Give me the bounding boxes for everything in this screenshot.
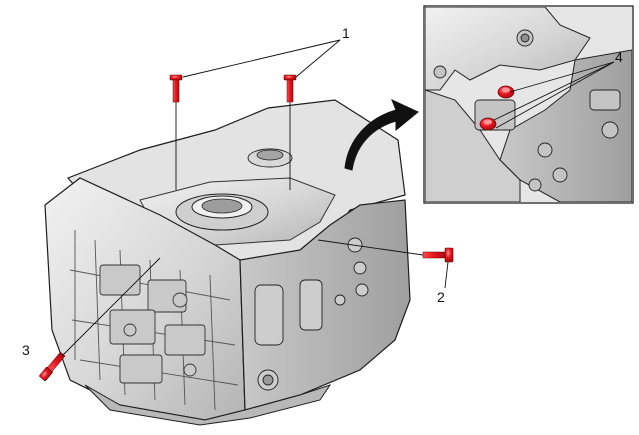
callout-1: 1 [342,25,350,41]
bearing-boss [175,148,293,231]
callout-2-leader [444,261,449,289]
bottom-flange [84,384,332,426]
bolt-icon [169,74,183,190]
callout-4: 4 [615,49,623,65]
callout-1-leaders [182,39,341,78]
bolt-icon [479,117,497,131]
callout-3: 3 [22,342,30,358]
transmission-case [44,99,411,426]
inset-casting-lower [425,89,521,202]
bolt-icon [497,85,515,99]
curved-arrow-icon [344,99,419,171]
bolt-icon [283,74,297,190]
inset-casting-top [425,7,591,91]
callout-2: 2 [437,289,445,305]
bolt-icon [317,239,454,263]
bolt-icon [39,257,161,382]
side-fittings [254,237,369,391]
detail-inset: 4 [423,5,634,204]
valve-body [99,264,206,384]
callout-4-leaders [493,61,615,129]
